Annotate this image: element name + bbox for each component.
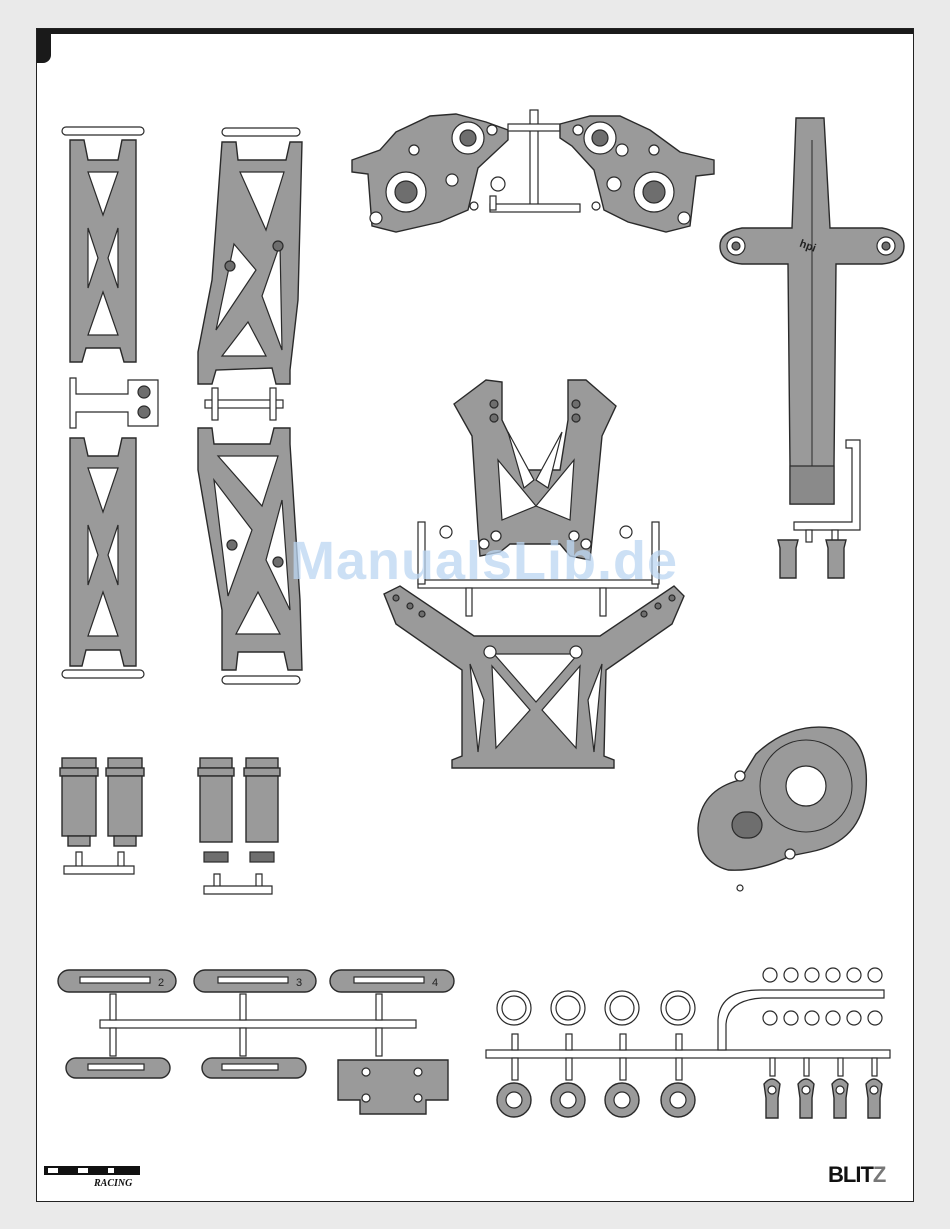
front-arm-sprue-connector	[70, 378, 158, 428]
hpi-racing-logo: RACING	[44, 1164, 144, 1188]
shock-bodies-rear	[198, 758, 280, 894]
shock-bodies-front	[60, 758, 144, 874]
shock-rings-and-clips	[486, 991, 890, 1117]
mount-label-2: 2	[158, 977, 164, 989]
blitz-logo-accent: Z	[873, 1162, 885, 1187]
gear-cover	[698, 727, 866, 891]
rear-arm-lower	[198, 428, 302, 684]
gearbox-half-right	[560, 116, 714, 232]
battery-mounts: 2 3 4	[58, 970, 454, 1114]
watermark: ManualsLib.de	[290, 530, 678, 592]
rear-arm-sprue-connector	[205, 388, 283, 420]
mount-label-3: 3	[296, 977, 302, 989]
blitz-logo: BLITZ	[828, 1162, 885, 1188]
blitz-logo-main: BLIT	[828, 1162, 873, 1187]
chassis-brace: hpi	[720, 118, 904, 504]
shock-tower-lower	[384, 586, 684, 768]
rear-arm-upper	[198, 128, 302, 384]
gearbox-half-left	[352, 114, 508, 232]
front-arm-lower	[62, 438, 144, 678]
front-arm-upper	[62, 127, 144, 362]
svg-text:RACING: RACING	[93, 1178, 133, 1188]
mount-label-4: 4	[432, 977, 438, 989]
washer-tree	[718, 968, 884, 1118]
